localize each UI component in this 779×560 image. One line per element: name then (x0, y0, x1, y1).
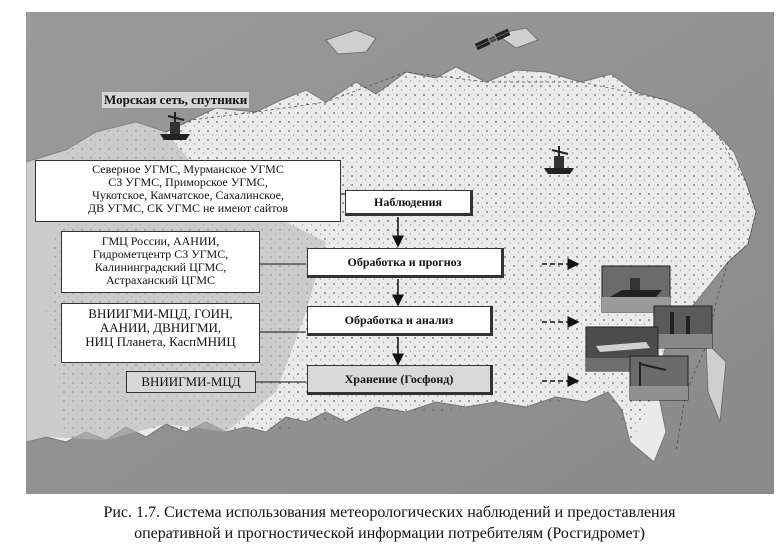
box-line: ААНИИ, ДВНИГМИ, (99, 320, 222, 335)
satellite-icon (474, 28, 511, 51)
box-line: ДВ УГМС, СК УГМС не имеют сайтов (87, 201, 289, 215)
caption-line: оперативной и прогностической информации… (134, 525, 645, 542)
box-line: Калининградский ЦГМС, (94, 260, 227, 274)
box-line: ВНИИГМИ-МЦД (141, 374, 241, 389)
box-line: ВНИИГМИ-МЦД, ГОИН, (88, 306, 233, 321)
box-line: Северное УГМС, Мурманское УГМС (92, 162, 284, 176)
box-line: НИЦ Планета, КаспМНИЦ (85, 334, 236, 349)
gmc-forecast-box: ГМЦ России, ААНИИ, Гидрометцентр СЗ УГМС… (61, 231, 260, 293)
ship-icon-east (544, 146, 574, 174)
flow-storage: Хранение (Госфонд) (307, 365, 493, 395)
box-line: Чукотское, Камчатское, Сахалинское, (92, 188, 284, 202)
box-line: Гидрометцентр СЗ УГМС, (92, 247, 229, 261)
sea-network-label: Морская сеть, спутники (102, 92, 250, 108)
consumer-photo-industry (653, 305, 713, 349)
box-line: Астраханский ЦГМС (105, 273, 216, 287)
ship-icon-west (160, 112, 190, 140)
box-line: СЗ УГМС, Приморское УГМС, (108, 175, 268, 189)
caption-line: Рис. 1.7. Система использования метеорол… (103, 504, 676, 521)
consumer-photo-port (629, 355, 689, 401)
flow-processing-forecast: Обработка и прогноз (307, 248, 504, 278)
flow-processing-analysis: Обработка и анализ (307, 306, 493, 336)
box-line: ГМЦ России, ААНИИ, (101, 234, 220, 248)
figure-caption: Рис. 1.7. Система использования метеорол… (0, 502, 779, 544)
storage-institute-box: ВНИИГМИ-МЦД (126, 371, 256, 393)
ugms-no-sites-box: Северное УГМС, Мурманское УГМС СЗ УГМС, … (35, 160, 341, 222)
flow-observations: Наблюдения (345, 190, 473, 216)
consumer-photo-ship (601, 265, 671, 313)
analysis-institutes-box: ВНИИГМИ-МЦД, ГОИН, ААНИИ, ДВНИГМИ, НИЦ П… (61, 303, 260, 363)
